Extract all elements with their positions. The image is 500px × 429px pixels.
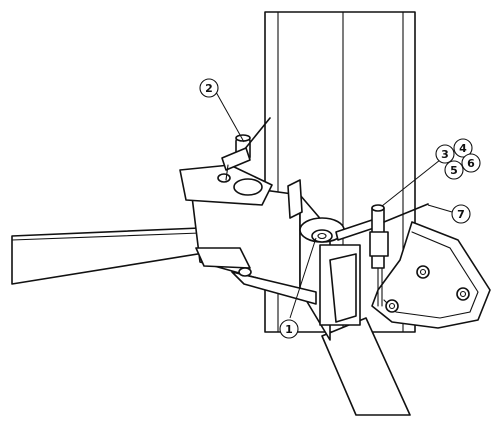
- base-plate: [371, 221, 491, 329]
- leader-lines: [215, 91, 453, 319]
- callout-7-label: 7: [457, 208, 465, 221]
- callout-4-label: 4: [459, 142, 467, 155]
- anchor-bolt: [456, 287, 470, 301]
- callout-4: 4: [453, 138, 473, 158]
- callout-5: 5: [444, 160, 464, 180]
- callout-7: 7: [451, 204, 471, 224]
- arm-pivot-pin: [299, 217, 375, 243]
- upper-bracket-plate: [179, 164, 303, 219]
- lower-arm-left: [11, 227, 211, 285]
- callout-5-label: 5: [450, 164, 458, 177]
- callout-3: 3: [435, 144, 455, 164]
- callout-2-label: 2: [205, 82, 213, 95]
- anchor-bolt: [416, 265, 430, 279]
- arm-lock-assembly: [369, 203, 429, 307]
- upper-lock-pin: [221, 117, 271, 181]
- callout-2: 2: [199, 78, 219, 98]
- callout-1-label: 1: [285, 323, 293, 336]
- callout-3-label: 3: [441, 148, 449, 161]
- callout-1: 1: [279, 319, 299, 339]
- callout-6: 6: [461, 153, 481, 173]
- callout-6-label: 6: [467, 157, 475, 170]
- anchor-bolt: [385, 299, 399, 313]
